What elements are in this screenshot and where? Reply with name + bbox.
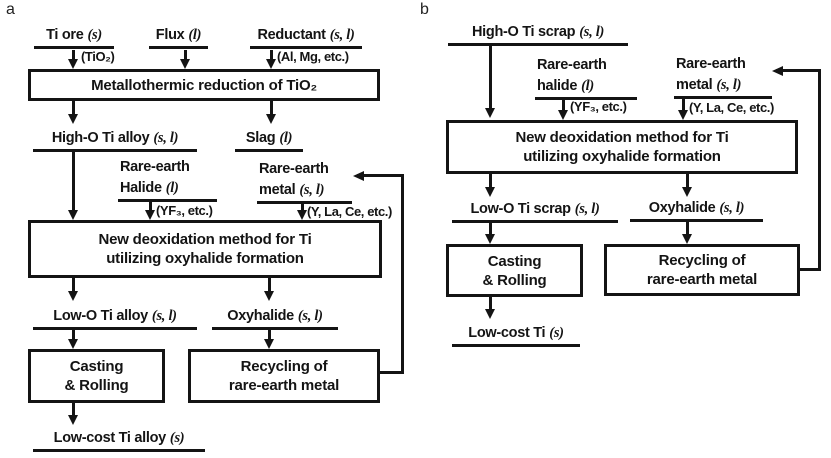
arrow-oxyhalide-to-recycling-a [263,330,274,349]
box-casting-a: Casting & Rolling [28,349,165,403]
arrow-deox-to-oxyhalide-a [263,278,274,301]
note-yf3-a: (YF₃, etc.) [156,203,213,218]
label-high-o-ti-scrap: High-O Ti scrap(s, l) [448,23,628,46]
label-low-cost-ti-alloy: Low-cost Ti alloy(s) [33,429,205,452]
feedback-top-line-a [357,174,404,177]
label-flux: Flux(l) [149,26,208,49]
box-metallothermic-reduction: Metallothermic reduction of TiO₂ [28,69,380,101]
label-oxyhalide-b: Oxyhalide(s, l) [630,199,763,222]
label-rare-earth-metal-b: Rare-earth metal(s, l) [674,54,772,99]
feedback-vertical-line-a [401,174,404,374]
note-tio2: (TiO₂) [81,49,115,64]
arrow-flux-to-reduction [179,50,190,69]
note-y-la-ce-b: (Y, La, Ce, etc.) [689,100,774,115]
arrow-deox-to-oxyhalide-b [681,174,692,197]
label-low-o-ti-alloy: Low-O Ti alloy(s, l) [33,307,197,330]
arrow-reduction-to-slag [265,101,276,124]
arrow-high-o-to-deox [67,152,78,220]
note-al-mg: (Al, Mg, etc.) [277,49,349,64]
note-y-la-ce-a: (Y, La, Ce, etc.) [307,204,392,219]
arrow-oxyhalide-to-recycling-b [681,222,692,244]
arrow-casting-to-product-b [484,297,495,319]
arrow-reduction-to-high-o [67,101,78,124]
arrow-halide-to-deox-b [557,100,568,120]
label-oxyhalide-a: Oxyhalide(s, l) [212,307,338,330]
label-high-o-ti-alloy: High-O Ti alloy(s, l) [33,129,197,152]
label-low-cost-ti: Low-cost Ti(s) [452,324,580,347]
arrow-halide-to-deox-a [144,202,155,220]
arrow-casting-to-product-a [67,403,78,425]
box-casting-b: Casting & Rolling [446,244,583,297]
feedback-bottom-line-a [380,371,404,374]
arrow-low-o-to-casting-b [484,223,495,244]
label-rare-earth-metal-a: Rare-earth metal(s, l) [257,159,352,204]
label-rare-earth-halide-b: Rare-earth halide(l) [535,55,637,100]
note-yf3-b: (YF₃, etc.) [570,99,627,114]
box-recycling-b: Recycling of rare-earth metal [604,244,800,296]
arrow-low-o-to-casting-a [67,330,78,349]
label-ti-ore: Ti ore(s) [34,26,114,49]
box-recycling-a: Recycling of rare-earth metal [188,349,380,403]
panel-b-letter: b [420,1,429,18]
feedback-top-line-b [776,69,821,72]
arrow-deox-to-low-o-b [484,174,495,197]
box-deoxidation-a: New deoxidation method for Ti utilizing … [28,220,382,278]
arrow-deox-to-low-o-a [67,278,78,301]
arrow-scrap-to-deox-b [484,46,495,118]
feedback-bottom-line-b [799,268,821,271]
box-deoxidation-b: New deoxidation method for Ti utilizing … [446,120,798,174]
label-low-o-ti-scrap: Low-O Ti scrap(s, l) [452,200,618,223]
label-rare-earth-halide-a: Rare-earth Halide(l) [118,157,217,202]
label-slag: Slag(l) [235,129,303,152]
label-reductant: Reductant(s, l) [250,26,362,49]
feedback-vertical-line-b [818,69,821,271]
arrow-ti-ore-to-reduction [67,50,78,69]
arrow-metal-to-deox-a [296,204,307,220]
arrow-reductant-to-reduction [265,50,276,69]
arrow-metal-to-deox-b [677,99,688,120]
panel-a-letter: a [6,1,15,18]
